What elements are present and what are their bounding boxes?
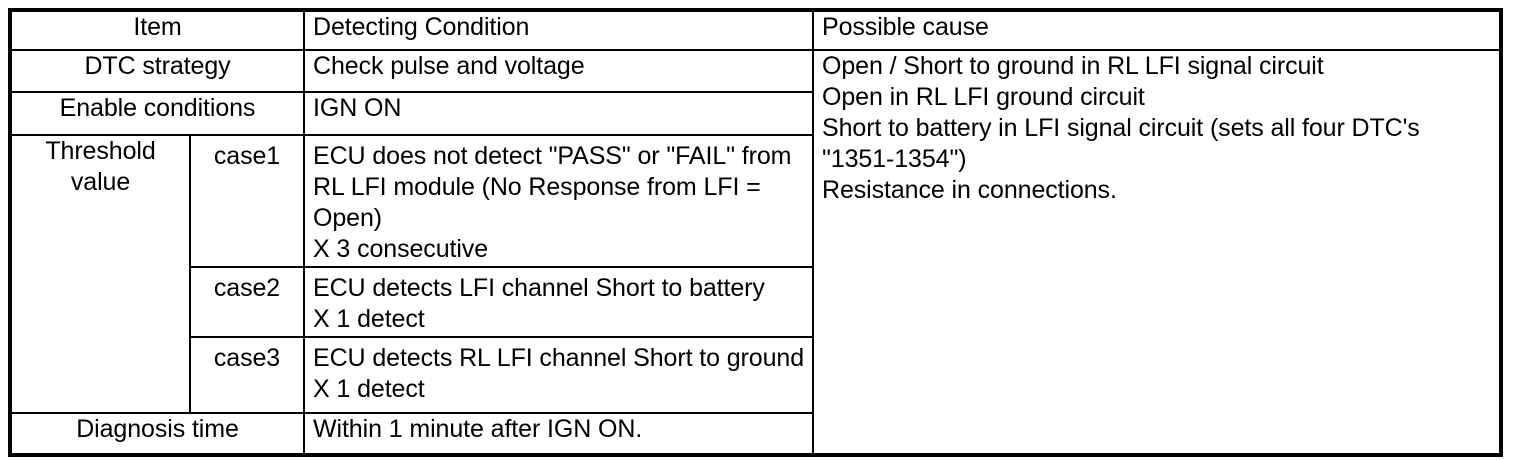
header-cell-detecting-condition: Detecting Condition — [303, 9, 815, 51]
cell-value-case1: ECU does not detect "PASS" or "FAIL" fro… — [303, 134, 815, 268]
cell-value-enable-conditions: IGN ON — [303, 91, 815, 136]
table-row-case3: case3 ECU detects RL LFI channel Short t… — [10, 336, 1501, 414]
cell-value-dtc-strategy: Check pulse and voltage — [303, 49, 815, 93]
header-cell-possible-cause: Possible cause — [812, 9, 1503, 51]
dtc-diagnostic-table-container: Item Detecting Condition Possible cause … — [8, 8, 1504, 457]
cell-value-diagnosis-time: Within 1 minute after IGN ON. — [303, 412, 815, 456]
table-row-case2: case2 ECU detects LFI channel Short to b… — [10, 266, 1501, 338]
label-diagnosis-time: Diagnosis time — [76, 415, 239, 443]
cell-label-diagnosis-time: Diagnosis time — [8, 412, 306, 456]
header-label-item: Item — [133, 13, 182, 41]
value-diagnosis-time: Within 1 minute after IGN ON. — [313, 415, 643, 443]
value-enable-conditions: IGN ON — [313, 94, 402, 122]
cell-possible-cause: Open / Short to ground in RL LFI signal … — [812, 49, 1503, 456]
dtc-diagnostic-table: Item Detecting Condition Possible cause … — [8, 8, 1504, 457]
cell-label-case1: case1 — [188, 134, 306, 268]
table-header-row: Item Detecting Condition Possible cause — [8, 9, 1503, 51]
cell-value-case2: ECU detects LFI channel Short to battery… — [303, 266, 815, 338]
cell-label-case3: case3 — [188, 336, 306, 414]
value-case1: ECU does not detect "PASS" or "FAIL" fro… — [313, 142, 792, 263]
value-case3: ECU detects RL LFI channel Short to grou… — [313, 344, 804, 403]
value-case2: ECU detects LFI channel Short to battery… — [313, 274, 765, 333]
label-case2: case2 — [213, 274, 281, 302]
possible-cause-text: Open / Short to ground in RL LFI signal … — [822, 52, 1420, 204]
cell-label-case2: case2 — [188, 266, 306, 338]
value-dtc-strategy: Check pulse and voltage — [313, 52, 585, 80]
header-label-detecting-condition: Detecting Condition — [313, 13, 530, 41]
cell-label-threshold-value: Threshold value — [9, 134, 191, 414]
table-row-case1: Threshold value case1 ECU does not detec… — [9, 134, 1501, 414]
label-dtc-strategy: DTC strategy — [84, 52, 231, 80]
table-row-dtc-strategy: DTC strategy Check pulse and voltage Ope… — [8, 49, 1503, 456]
cell-label-dtc-strategy: DTC strategy — [8, 49, 306, 93]
cell-label-enable-conditions: Enable conditions — [8, 91, 306, 136]
label-enable-conditions: Enable conditions — [59, 94, 256, 122]
label-threshold-value: Threshold value — [45, 137, 156, 196]
table-row-diagnosis-time: Diagnosis time Within 1 minute after IGN… — [8, 412, 1501, 456]
table-row-enable-conditions: Enable conditions IGN ON — [8, 91, 1501, 136]
header-label-possible-cause: Possible cause — [822, 13, 989, 41]
label-case1: case1 — [213, 142, 281, 170]
header-cell-item: Item — [8, 9, 306, 51]
cell-value-case3: ECU detects RL LFI channel Short to grou… — [303, 336, 815, 414]
label-case3: case3 — [213, 344, 281, 372]
